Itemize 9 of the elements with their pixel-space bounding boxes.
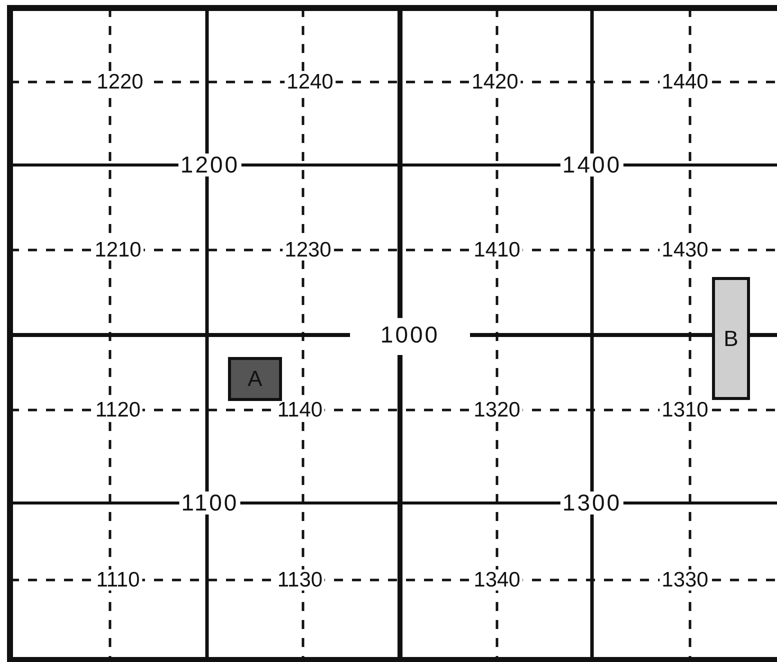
cell-number: 1400 bbox=[560, 154, 624, 176]
cell-number: 1330 bbox=[660, 570, 710, 590]
cell-number: 1200 bbox=[178, 154, 242, 176]
object-rectangle: B bbox=[712, 277, 750, 400]
cell-number: 1300 bbox=[560, 492, 624, 514]
cell-number: 1430 bbox=[660, 240, 710, 260]
cell-number: 1230 bbox=[282, 240, 334, 260]
cell-number: 1100 bbox=[179, 492, 241, 514]
object-rectangle: A bbox=[228, 357, 282, 401]
